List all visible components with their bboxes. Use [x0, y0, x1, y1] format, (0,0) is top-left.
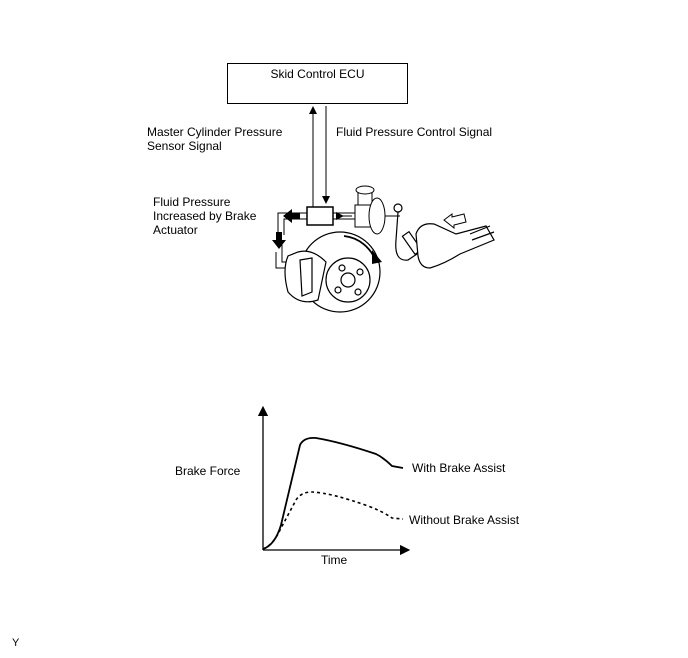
- skid-control-ecu-box: Skid Control ECU: [227, 63, 408, 104]
- graph-axes: [257, 405, 411, 556]
- driver-foot: [415, 223, 495, 269]
- brake-force-axis-label: Brake Force: [175, 464, 241, 478]
- pedal-push-arrow: [443, 213, 467, 230]
- disc-rotation-arrow: [372, 250, 382, 264]
- ecu-label: Skid Control ECU: [270, 67, 365, 81]
- with-brake-assist-curve: [262, 436, 404, 550]
- brake-actuator: [306, 206, 334, 226]
- with-brake-assist-label: With Brake Assist: [412, 461, 506, 475]
- time-axis-label: Time: [321, 553, 348, 567]
- master-cylinder-signal-label: Master Cylinder Pressure Sensor Signal: [147, 125, 283, 153]
- corner-mark: Y: [12, 637, 20, 649]
- signal-lines: [309, 106, 330, 207]
- without-brake-assist-label: Without Brake Assist: [409, 513, 520, 527]
- fluid-pressure-increased-label: Fluid Pressure Increased by Brake Actuat…: [153, 195, 257, 237]
- master-cylinder: [354, 185, 400, 235]
- brake-caliper: [284, 250, 327, 303]
- flow-arrow-left: [283, 209, 300, 223]
- flow-arrow-down: [272, 232, 286, 249]
- fluid-pressure-control-signal-label: Fluid Pressure Control Signal: [336, 125, 493, 139]
- without-brake-assist-curve: [262, 491, 404, 550]
